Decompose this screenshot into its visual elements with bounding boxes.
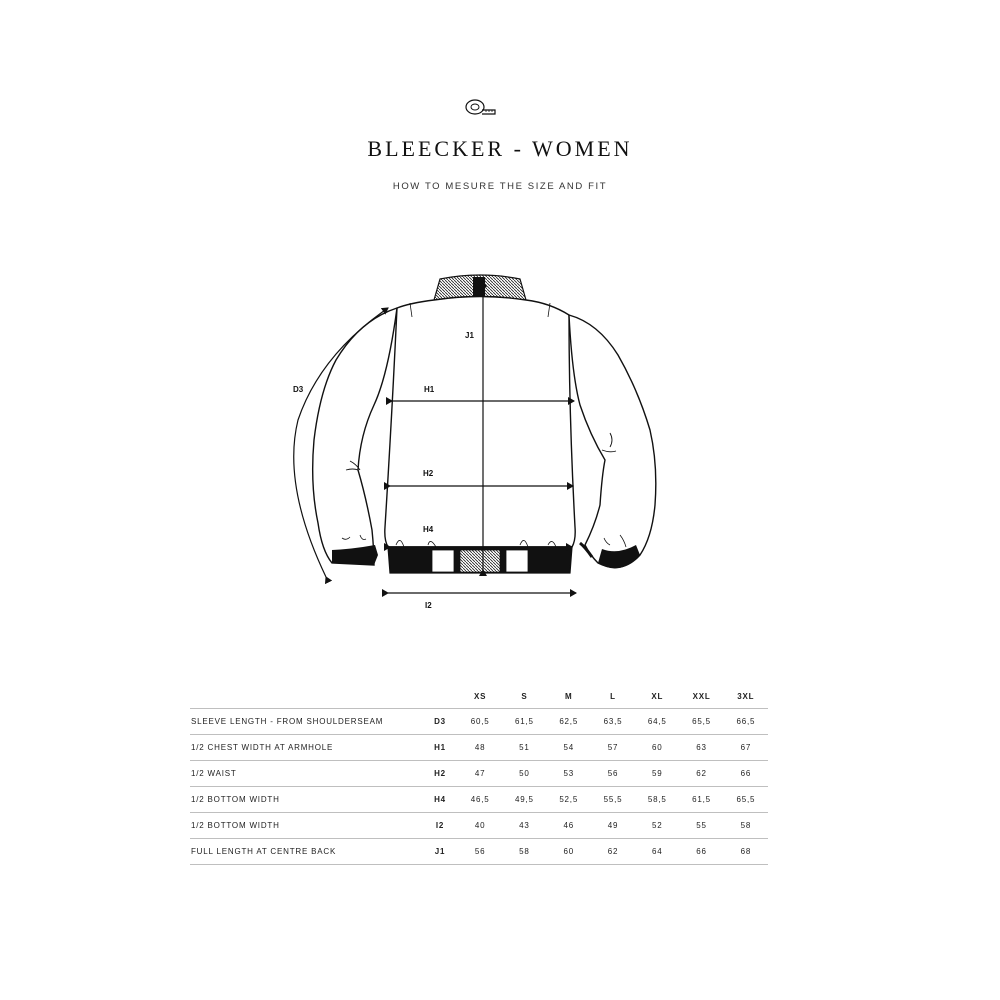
size-s: S xyxy=(521,691,528,701)
row-label: 1/2 WAIST xyxy=(190,760,422,787)
size-xl: XL xyxy=(651,691,664,701)
cell: 60 xyxy=(635,734,680,761)
cell: 51 xyxy=(502,734,547,761)
cell: 63 xyxy=(679,734,724,761)
cell: 49,5 xyxy=(502,786,547,813)
cell: 50 xyxy=(502,760,547,787)
cell: 49 xyxy=(590,812,636,839)
cell: 61,5 xyxy=(502,708,547,735)
label-i2: I2 xyxy=(425,601,432,610)
table-row: 1/2 BOTTOM WIDTH H4 46,5 49,5 52,5 55,5 … xyxy=(190,786,768,813)
cell: 61,5 xyxy=(679,786,724,813)
size-m: M xyxy=(564,691,573,701)
cell: 65,5 xyxy=(723,786,768,813)
size-3xl: 3XL xyxy=(737,691,755,701)
jacket-body xyxy=(384,295,576,548)
measuring-tape-icon xyxy=(465,99,496,115)
size-chart-table: XS S M L XL XXL 3XL SLEEVE LENGTH - FROM… xyxy=(190,684,768,865)
cell: 59 xyxy=(635,760,680,787)
cell: 53 xyxy=(546,760,591,787)
cell: 58,5 xyxy=(635,786,680,813)
cell: 68 xyxy=(723,838,768,865)
cell: 62 xyxy=(590,838,636,865)
table-row: 1/2 BOTTOM WIDTH I2 40 43 46 49 52 55 58 xyxy=(190,812,768,839)
row-code: H4 xyxy=(422,786,458,813)
row-label: 1/2 BOTTOM WIDTH xyxy=(190,812,422,839)
cell: 58 xyxy=(723,812,768,839)
cell: 67 xyxy=(723,734,768,761)
row-code: H1 xyxy=(422,734,458,761)
cell: 64 xyxy=(635,838,680,865)
row-code: I2 xyxy=(422,812,458,839)
table-row: 1/2 WAIST H2 47 50 53 56 59 62 66 xyxy=(190,760,768,787)
cell: 46 xyxy=(546,812,591,839)
page-title: BLEECKER - WOMEN xyxy=(367,136,633,161)
cell: 63,5 xyxy=(590,708,636,735)
cell: 62,5 xyxy=(546,708,591,735)
label-j1: J1 xyxy=(465,331,474,340)
cell: 57 xyxy=(590,734,636,761)
cell: 52,5 xyxy=(546,786,591,813)
cell: 54 xyxy=(546,734,591,761)
cell: 66,5 xyxy=(723,708,768,735)
table-row: FULL LENGTH AT CENTRE BACK J1 56 58 60 6… xyxy=(190,838,768,865)
cell: 43 xyxy=(502,812,547,839)
label-h4: H4 xyxy=(423,525,434,534)
row-label: FULL LENGTH AT CENTRE BACK xyxy=(190,838,422,865)
cell: 60,5 xyxy=(458,708,503,735)
jacket-right-sleeve xyxy=(568,314,657,569)
cell: 60 xyxy=(546,838,591,865)
page-subtitle: HOW TO MESURE THE SIZE AND FIT xyxy=(392,181,608,192)
row-label: SLEEVE LENGTH - FROM SHOULDERSEAM xyxy=(190,708,422,735)
cell: 55,5 xyxy=(590,786,636,813)
label-d3: D3 xyxy=(293,385,304,394)
cell: 52 xyxy=(635,812,680,839)
label-h1: H1 xyxy=(424,385,435,394)
row-label: 1/2 BOTTOM WIDTH xyxy=(190,786,422,813)
cell: 56 xyxy=(590,760,636,787)
table-row: SLEEVE LENGTH - FROM SHOULDERSEAM D3 60,… xyxy=(190,708,768,735)
table-row: 1/2 CHEST WIDTH AT ARMHOLE H1 48 51 54 5… xyxy=(190,734,768,761)
label-h2: H2 xyxy=(423,469,434,478)
row-code: H2 xyxy=(422,760,458,787)
cell: 55 xyxy=(679,812,724,839)
jacket-diagram: J1 H1 H2 H4 I2 D3 xyxy=(293,274,657,610)
size-header-row: XS S M L XL XXL 3XL xyxy=(190,684,768,709)
cell: 48 xyxy=(458,734,503,761)
cell: 58 xyxy=(502,838,547,865)
size-xxl: XXL xyxy=(692,691,711,701)
row-label: 1/2 CHEST WIDTH AT ARMHOLE xyxy=(190,734,422,761)
cell: 56 xyxy=(458,838,503,865)
size-xs: XS xyxy=(474,691,487,701)
cell: 66 xyxy=(679,838,724,865)
cell: 40 xyxy=(458,812,503,839)
cell: 64,5 xyxy=(635,708,680,735)
cell: 47 xyxy=(458,760,503,787)
cell: 62 xyxy=(679,760,724,787)
row-code: J1 xyxy=(422,838,458,865)
measure-lines xyxy=(293,280,577,597)
cell: 66 xyxy=(723,760,768,787)
cell: 46,5 xyxy=(458,786,503,813)
row-code: D3 xyxy=(422,708,458,735)
size-l: L xyxy=(610,691,616,701)
cell: 65,5 xyxy=(679,708,724,735)
